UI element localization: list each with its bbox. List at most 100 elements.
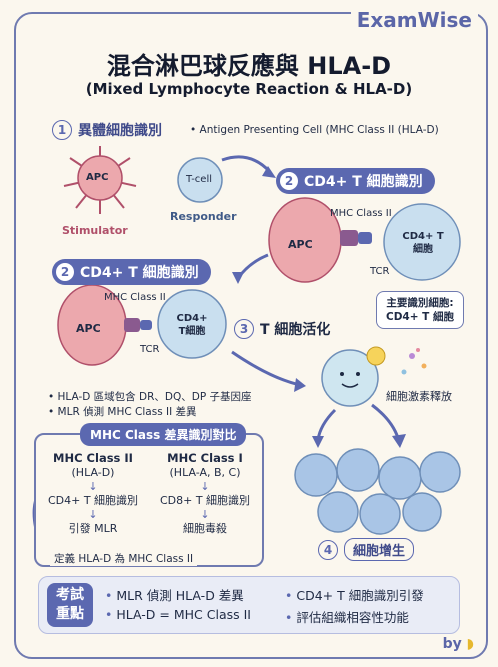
- arrow-head-icon: [262, 166, 276, 178]
- step1-heading: 1 異體細胞識別: [52, 120, 162, 140]
- arrow-head-icon: [312, 436, 324, 448]
- tcr-left-label: TCR: [140, 344, 160, 355]
- step3-heading: 3 T 細胞活化: [234, 319, 330, 339]
- mhc-compare-box: MHC Class 差異識別對比 MHC Class II (HLA-D) ↓ …: [34, 423, 264, 567]
- mhc-ii-left-icon: [124, 318, 140, 332]
- bullet-2: • MLR 偵測 MHC Class II 差異: [48, 406, 197, 418]
- exam-item-3-text: HLA-D = MHC Class II: [116, 607, 251, 622]
- step1-label: 異體細胞識別: [78, 123, 162, 139]
- mhc-ii-left-label: MHC Class II: [104, 292, 166, 303]
- exam-item-3: •HLA-D = MHC Class II: [105, 607, 251, 622]
- tcr-left-icon: [140, 320, 152, 330]
- cd4-tcell-left-icon: [157, 289, 227, 359]
- exam-item-2-text: CD4+ T 細胞識別引發: [296, 588, 424, 603]
- responder-label: Responder: [170, 210, 237, 223]
- brand-logo: ExamWise: [350, 8, 478, 32]
- exam-item-1-text: MLR 偵測 HLA-D 差異: [116, 588, 244, 603]
- key-box-line1: 主要識別細胞:: [386, 297, 454, 309]
- exam-item-4: •評估組織相容性功能: [285, 607, 409, 626]
- down-arrow-icon: ↓: [200, 508, 210, 521]
- banana-icon: ◗: [466, 636, 474, 652]
- step4-heading: 4 細胞增生: [318, 538, 415, 561]
- class-ii-title: MHC Class II: [53, 451, 133, 465]
- stimulator-label: Stimulator: [62, 224, 128, 237]
- class-i-step2: 細胞毒殺: [183, 522, 227, 535]
- exam-item-2: •CD4+ T 細胞識別引發: [285, 585, 424, 604]
- byline: by ◗: [443, 636, 474, 652]
- exam-key-points: 考試 重點 •MLR 偵測 HLA-D 差異 •CD4+ T 細胞識別引發 •H…: [38, 576, 460, 634]
- cd4-tcell-right-icon: [383, 203, 461, 281]
- exam-tag: 考試 重點: [47, 583, 93, 627]
- stimulator-apc-icon: [63, 146, 137, 214]
- exam-tag-line2: 重點: [56, 606, 84, 622]
- cytokine-label: 細胞激素釋放: [386, 390, 452, 403]
- bullet-dot-icon: •: [285, 610, 293, 625]
- byline-text: by: [442, 636, 462, 652]
- cd4-right-line1: CD4+ T: [402, 231, 444, 242]
- step2-label-left: CD4+ T 細胞識別: [80, 265, 199, 281]
- cd4-left-label: CD4+ T細胞: [172, 312, 212, 338]
- cd4-left-line1: CD4+: [176, 313, 208, 324]
- arrow-to-step4b-icon: [371, 403, 400, 439]
- step1-description: • Antigen Presenting Cell (MHC Class II …: [190, 124, 439, 136]
- down-arrow-icon: ↓: [88, 480, 98, 493]
- compare-col-class-i: MHC Class I (HLA-A, B, C) ↓ CD8+ T 細胞識別 …: [150, 451, 260, 536]
- key-cell-box: 主要識別細胞: CD4+ T 細胞: [376, 291, 464, 329]
- step2-number-left: 2: [56, 263, 74, 281]
- tcr-right-icon: [358, 232, 372, 244]
- apc-top-label: APC: [86, 172, 109, 183]
- down-arrow-icon: ↓: [200, 480, 210, 493]
- class-i-sub: (HLA-A, B, C): [169, 466, 241, 479]
- cd4-left-line2: T細胞: [178, 326, 206, 337]
- arrow-to-step2-icon: [221, 155, 272, 174]
- mhc-ii-right-icon: [340, 230, 358, 246]
- step3-number: 3: [234, 319, 254, 339]
- arrow-to-step4a-icon: [316, 408, 337, 441]
- bullet-dot-icon: •: [105, 607, 113, 622]
- apc-left-label: APC: [76, 322, 101, 335]
- step4-number: 4: [318, 539, 338, 560]
- proliferating-cells-icon: [294, 448, 461, 535]
- exam-tag-line1: 考試: [56, 587, 84, 603]
- arrow-head-icon: [294, 378, 306, 392]
- step2-heading-right: 2 CD4+ T 細胞識別: [276, 168, 435, 194]
- class-ii-step1: CD4+ T 細胞識別: [47, 494, 139, 507]
- cell-smile-icon: [341, 383, 359, 388]
- compare-heading: MHC Class 差異識別對比: [80, 423, 247, 446]
- cell-eye-icon: [356, 372, 360, 376]
- exam-item-4-text: 評估組織相容性功能: [296, 610, 409, 625]
- tcr-right-label: TCR: [370, 266, 390, 277]
- bullet-1: • HLA-D 區域包含 DR、DQ、DP 子基因座: [48, 391, 252, 403]
- class-i-step1: CD8+ T 細胞識別: [159, 494, 251, 507]
- compare-footnote: 定義 HLA-D 為 MHC Class II: [50, 551, 198, 566]
- tcell-top-label: T-cell: [186, 174, 213, 185]
- cytokine-dots-icon: [401, 348, 427, 375]
- activated-tcell-icon: [321, 349, 379, 407]
- page-subtitle: (Mixed Lymphocyte Reaction & HLA-D): [85, 80, 413, 98]
- smiley-icon: [366, 346, 386, 366]
- cd4-right-label: CD4+ T 細胞: [400, 230, 446, 256]
- step4-label: 細胞增生: [344, 538, 415, 561]
- bullet-dot-icon: •: [285, 588, 293, 603]
- class-ii-sub: (HLA-D): [71, 466, 115, 479]
- arrow-to-step3-icon: [231, 350, 301, 387]
- exam-item-1: •MLR 偵測 HLA-D 差異: [105, 585, 244, 604]
- mhc-ii-right-label: MHC Class II: [330, 208, 392, 219]
- arrow-head-icon: [232, 272, 244, 284]
- step2-label-right: CD4+ T 細胞識別: [304, 174, 423, 190]
- step2-number-right: 2: [280, 172, 298, 190]
- key-box-line2: CD4+ T 細胞: [386, 311, 454, 323]
- step1-number: 1: [52, 120, 72, 140]
- arrow-head-icon: [392, 434, 406, 448]
- page-title: 混合淋巴球反應與 HLA-D: [106, 52, 392, 80]
- step3-label: T 細胞活化: [260, 322, 331, 338]
- bullet-dot-icon: •: [105, 588, 113, 603]
- responder-tcell-icon: [177, 157, 223, 203]
- step2-heading-left: 2 CD4+ T 細胞識別: [52, 259, 211, 285]
- cd4-right-line2: 細胞: [413, 244, 433, 255]
- down-arrow-icon: ↓: [88, 508, 98, 521]
- apc-right-label: APC: [288, 238, 313, 251]
- class-i-title: MHC Class I: [167, 451, 243, 465]
